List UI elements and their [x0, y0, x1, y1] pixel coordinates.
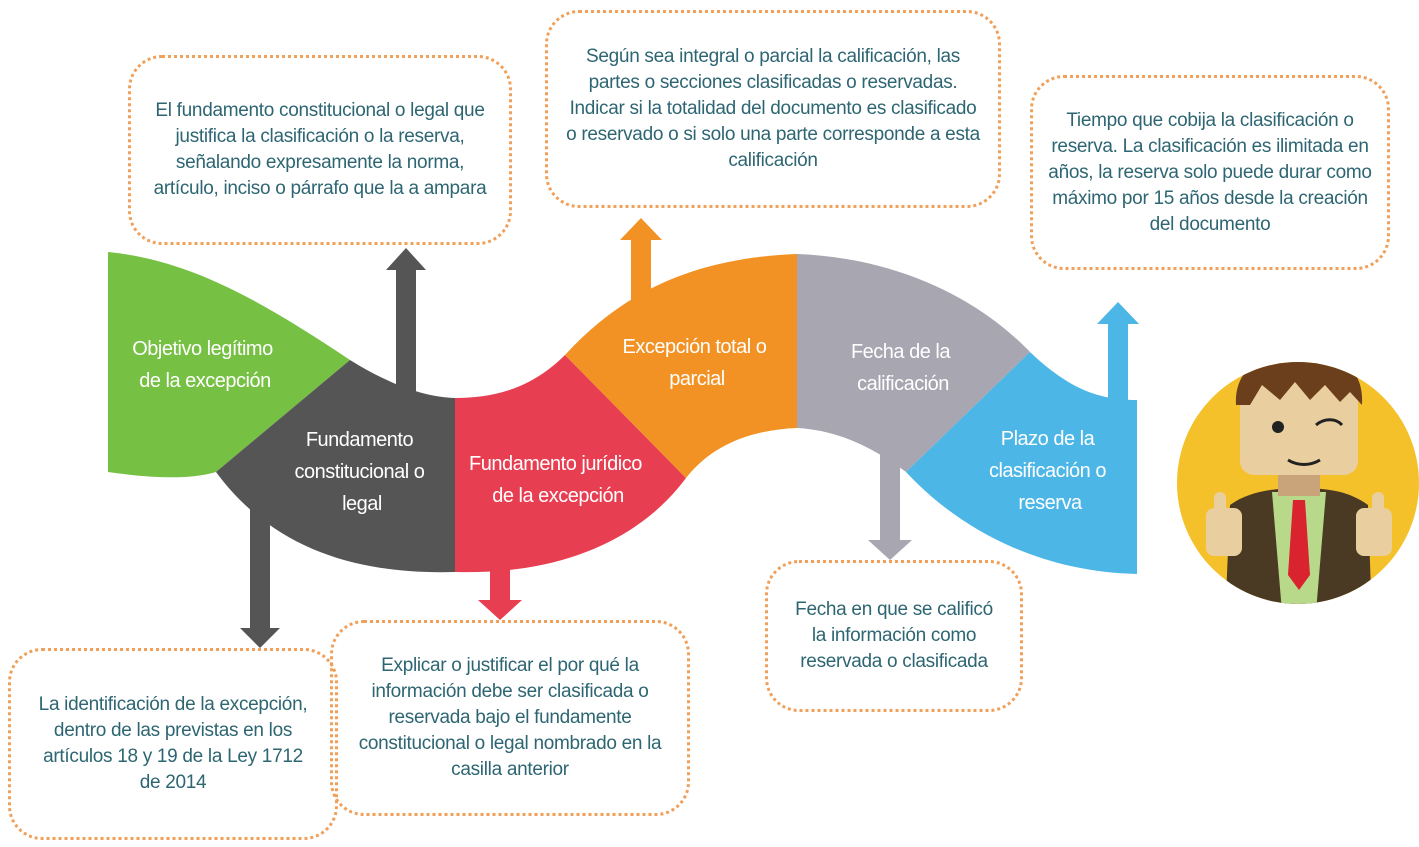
- label-fund-constitucional: Fundamento constitucional o legal: [295, 429, 430, 515]
- segment-fecha: [797, 254, 1030, 472]
- note-identificacion-text: La identificación de la excepción, dentr…: [38, 694, 308, 793]
- note-excepcion: Según sea integral o parcial la califica…: [545, 10, 1001, 208]
- label-fund-juridico: Fundamento jurídico de la excepción: [469, 453, 647, 507]
- note-identificacion: La identificación de la excepción, dentr…: [8, 648, 338, 840]
- note-fund-constitucional: El fundamento constitucional o legal que…: [128, 55, 512, 245]
- label-plazo: Plazo de la clasificación o reserva: [989, 428, 1111, 514]
- arrow-down-identificacion: [240, 495, 280, 648]
- note-fund-constitucional-text: El fundamento constitucional o legal que…: [153, 100, 487, 199]
- arrow-up-plazo: [1097, 302, 1139, 402]
- segment-excepcion: [565, 254, 797, 478]
- note-fecha-text: Fecha en que se calificó la información …: [795, 599, 993, 672]
- label-fecha: Fecha de la calificación: [851, 341, 955, 395]
- note-fund-juridico-text: Explicar o justificar el por qué la info…: [358, 655, 662, 780]
- arrow-down-fecha: [868, 455, 912, 560]
- note-fecha: Fecha en que se calificó la información …: [765, 560, 1023, 712]
- note-fund-juridico: Explicar o justificar el por qué la info…: [330, 620, 690, 816]
- note-plazo: Tiempo que cobija la clasificación o res…: [1030, 75, 1390, 270]
- label-objetivo: Objetivo legítimo de la excepción: [132, 338, 278, 392]
- arrow-up-excepcion: [620, 218, 662, 301]
- note-excepcion-text: Según sea integral o parcial la califica…: [566, 46, 980, 171]
- thumbs-up-man-icon: [1177, 362, 1419, 604]
- label-excepcion: Excepción total o parcial: [623, 336, 772, 390]
- arrow-down-fund-juridico: [478, 565, 522, 620]
- note-plazo-text: Tiempo que cobija la clasificación o res…: [1048, 109, 1372, 235]
- segment-plazo: [906, 352, 1137, 574]
- segment-fund-constitucional: [216, 360, 455, 573]
- segment-fund-juridico: [455, 355, 686, 573]
- segment-objetivo: [108, 252, 350, 478]
- arrow-up-fund-constitucional: [386, 248, 426, 393]
